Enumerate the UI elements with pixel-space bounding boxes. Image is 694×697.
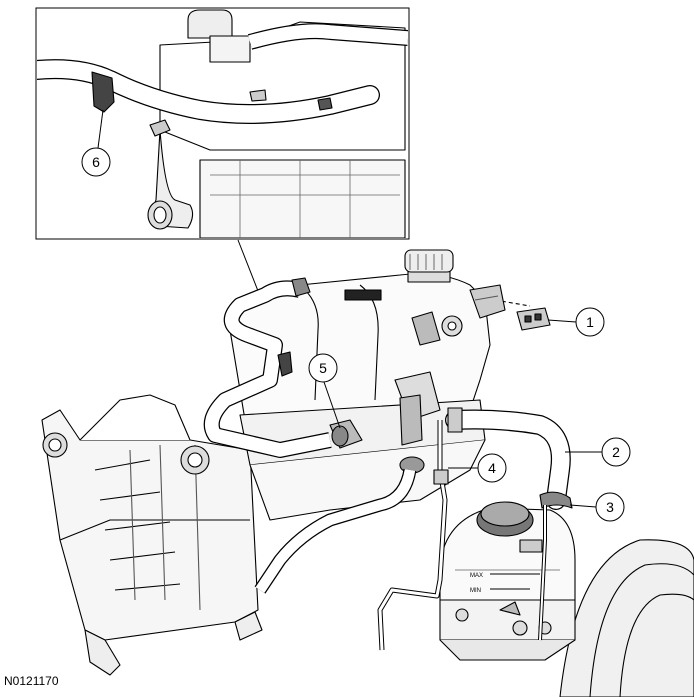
callout-1-label: 1 xyxy=(586,314,594,330)
callout-3-label: 3 xyxy=(606,499,614,515)
hose-bracket xyxy=(329,419,363,449)
inset-hose-clip xyxy=(91,71,115,113)
callout-4-label: 4 xyxy=(488,460,496,476)
main-assembly: MAX MIN xyxy=(41,249,694,697)
detail-inset xyxy=(35,7,410,353)
callouts: 1 2 3 4 5 6 xyxy=(81,109,631,522)
battery-tray xyxy=(41,394,263,676)
callout-2 xyxy=(601,437,631,467)
inset-lower-tray xyxy=(199,159,406,238)
brake-booster xyxy=(559,539,694,697)
inset-cap-connector xyxy=(209,35,251,63)
sensor-connector xyxy=(494,299,551,331)
callout-1 xyxy=(575,307,605,337)
figure-reference-code: N0121170 xyxy=(4,674,59,688)
callout-4 xyxy=(477,453,507,483)
callout-6-label: 6 xyxy=(92,154,100,170)
callout-3 xyxy=(595,492,625,522)
callout-5 xyxy=(308,353,338,383)
callout-5-label: 5 xyxy=(319,360,327,376)
hose-clamp xyxy=(539,491,573,509)
master-cylinder: MAX MIN xyxy=(439,501,576,661)
callout-2-label: 2 xyxy=(612,444,620,460)
reservoir-label xyxy=(344,289,382,301)
svg-text:MAX: MAX xyxy=(470,573,483,579)
svg-text:MIN: MIN xyxy=(470,588,481,594)
reservoir-cap xyxy=(404,249,454,273)
inset-filler-cap xyxy=(187,9,233,39)
callout-6 xyxy=(81,147,111,177)
